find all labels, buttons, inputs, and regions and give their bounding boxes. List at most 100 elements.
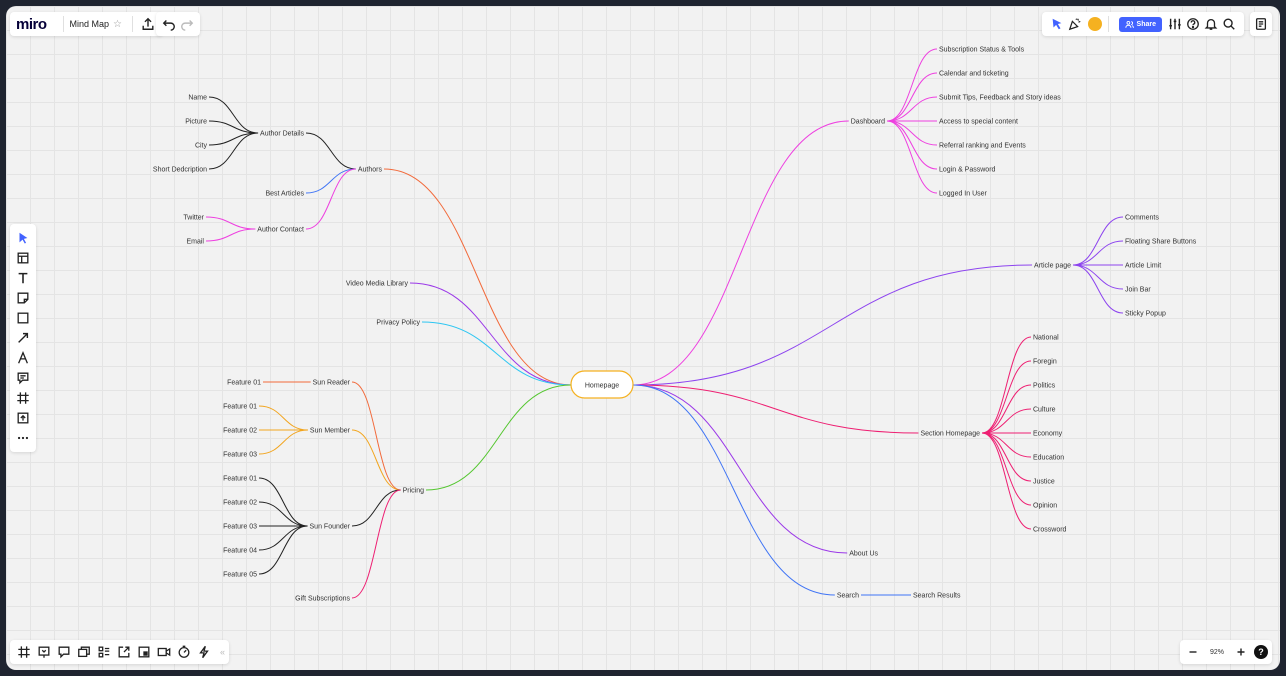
- node-sm-feature-01[interactable]: Feature 01: [223, 404, 257, 411]
- presentation-icon[interactable]: [35, 643, 53, 661]
- node-video-media-library[interactable]: Video Media Library: [346, 281, 409, 288]
- arrow-line-icon[interactable]: [14, 329, 32, 347]
- node-submit-tips[interactable]: Submit Tips, Feedback and Story ideas: [939, 95, 1061, 102]
- node-search-results[interactable]: Search Results: [913, 593, 961, 600]
- embed-icon[interactable]: [135, 643, 153, 661]
- node-sun-reader[interactable]: Sun Reader: [313, 380, 351, 387]
- avatar[interactable]: [1087, 17, 1102, 31]
- collapse-icon[interactable]: «: [220, 647, 226, 657]
- notes-icon[interactable]: [1252, 15, 1270, 33]
- node-author-contact[interactable]: Author Contact: [257, 227, 304, 234]
- node-culture[interactable]: Culture: [1033, 407, 1056, 414]
- node-email[interactable]: Email: [186, 239, 204, 246]
- node-economy[interactable]: Economy: [1033, 431, 1063, 438]
- help-circle-icon[interactable]: [1184, 15, 1202, 33]
- cursor-arrow-icon[interactable]: [1048, 15, 1066, 33]
- node-sr-feature-01[interactable]: Feature 01: [227, 380, 261, 387]
- zoom-out-icon[interactable]: [1184, 643, 1202, 661]
- node-name[interactable]: Name: [188, 95, 207, 102]
- pen-icon[interactable]: [14, 349, 32, 367]
- zoom-in-icon[interactable]: [1232, 643, 1250, 661]
- more-icon[interactable]: [14, 429, 32, 447]
- node-politics[interactable]: Politics: [1033, 383, 1056, 390]
- node-dashboard[interactable]: Dashboard: [851, 119, 885, 126]
- node-subscription-status[interactable]: Subscription Status & Tools: [939, 47, 1025, 54]
- node-sf-feature-03[interactable]: Feature 03: [223, 524, 257, 531]
- chat-icon[interactable]: [55, 643, 73, 661]
- node-twitter[interactable]: Twitter: [183, 215, 204, 222]
- search-icon[interactable]: [1220, 15, 1238, 33]
- comment-icon[interactable]: [14, 369, 32, 387]
- kanban-icon[interactable]: [95, 643, 113, 661]
- video-icon[interactable]: [155, 643, 173, 661]
- frame-icon[interactable]: [14, 389, 32, 407]
- cards-icon[interactable]: [75, 643, 93, 661]
- miro-logo[interactable]: miro: [16, 15, 47, 33]
- root-node[interactable]: Homepage: [570, 370, 634, 399]
- node-justice[interactable]: Justice: [1033, 479, 1055, 486]
- node-section-homepage[interactable]: Section Homepage: [920, 431, 980, 438]
- node-comments[interactable]: Comments: [1125, 215, 1159, 222]
- node-sf-feature-02[interactable]: Feature 02: [223, 500, 257, 507]
- star-icon[interactable]: ☆: [113, 18, 122, 30]
- connector-privacy-policy: [421, 321, 572, 386]
- redo-icon[interactable]: [178, 15, 196, 33]
- frames-icon[interactable]: [15, 643, 33, 661]
- node-pricing[interactable]: Pricing: [403, 488, 425, 495]
- node-sm-feature-03[interactable]: Feature 03: [223, 452, 257, 459]
- node-sm-feature-02[interactable]: Feature 02: [223, 428, 257, 435]
- zoom-level[interactable]: 92%: [1209, 648, 1224, 656]
- shape-icon[interactable]: [14, 309, 32, 327]
- undo-icon[interactable]: [160, 15, 178, 33]
- sliders-icon[interactable]: [1166, 15, 1184, 33]
- node-authors[interactable]: Authors: [358, 167, 383, 174]
- templates-icon[interactable]: [14, 249, 32, 267]
- node-search[interactable]: Search: [837, 593, 859, 600]
- timer-icon[interactable]: [175, 643, 193, 661]
- connector-join-bar: [1072, 264, 1124, 290]
- node-article-limit[interactable]: Article Limit: [1125, 263, 1161, 270]
- node-access-special[interactable]: Access to special content: [939, 119, 1018, 126]
- sticky-note-icon[interactable]: [14, 289, 32, 307]
- node-crossword[interactable]: Crossword: [1033, 527, 1067, 534]
- node-calendar-ticketing[interactable]: Calendar and ticketing: [939, 71, 1009, 78]
- upload-icon[interactable]: [14, 409, 32, 427]
- node-sticky-popup[interactable]: Sticky Popup: [1125, 311, 1166, 318]
- node-picture[interactable]: Picture: [185, 119, 207, 126]
- node-foregin[interactable]: Foregin: [1033, 359, 1057, 366]
- select-icon[interactable]: [14, 229, 32, 247]
- node-short-description[interactable]: Short Dedcription: [153, 167, 207, 174]
- mind-map[interactable]: Authors Author Details NamePictureCityShor…: [6, 6, 1280, 670]
- node-city[interactable]: City: [195, 143, 208, 150]
- board-title[interactable]: Mind Map: [69, 19, 110, 29]
- node-logged-in-user[interactable]: Logged In User: [939, 191, 988, 198]
- node-author-details[interactable]: Author Details: [260, 131, 304, 138]
- node-layer: Authors Author Details NamePictureCityShor…: [153, 47, 1197, 603]
- node-sun-founder[interactable]: Sun Founder: [310, 524, 351, 531]
- lightning-icon[interactable]: [195, 643, 213, 661]
- text-icon[interactable]: [14, 269, 32, 287]
- share-upload-icon[interactable]: [139, 15, 157, 33]
- node-sf-feature-01[interactable]: Feature 01: [223, 476, 257, 483]
- node-best-articles[interactable]: Best Articles: [265, 191, 304, 198]
- node-referral-ranking[interactable]: Referral ranking and Events: [939, 143, 1026, 150]
- node-national[interactable]: National: [1033, 335, 1059, 342]
- node-login-password[interactable]: Login & Password: [939, 167, 996, 174]
- node-join-bar[interactable]: Join Bar: [1125, 287, 1151, 294]
- node-article-page[interactable]: Article page: [1034, 263, 1071, 270]
- node-sun-member[interactable]: Sun Member: [310, 428, 351, 435]
- node-sf-feature-05[interactable]: Feature 05: [223, 572, 257, 579]
- export-icon[interactable]: [115, 643, 133, 661]
- node-sf-feature-04[interactable]: Feature 04: [223, 548, 257, 555]
- node-education[interactable]: Education: [1033, 455, 1064, 462]
- node-gift-subscriptions[interactable]: Gift Subscriptions: [295, 596, 350, 603]
- node-opinion[interactable]: Opinion: [1033, 503, 1057, 510]
- node-privacy-policy[interactable]: Privacy Policy: [376, 320, 420, 327]
- help-button[interactable]: ?: [1254, 645, 1268, 659]
- node-floating-share[interactable]: Floating Share Buttons: [1125, 239, 1197, 246]
- share-button[interactable]: Share: [1118, 16, 1162, 32]
- bell-icon[interactable]: [1202, 15, 1220, 33]
- celebrate-icon[interactable]: [1066, 15, 1084, 33]
- node-about-us[interactable]: About Us: [849, 551, 878, 558]
